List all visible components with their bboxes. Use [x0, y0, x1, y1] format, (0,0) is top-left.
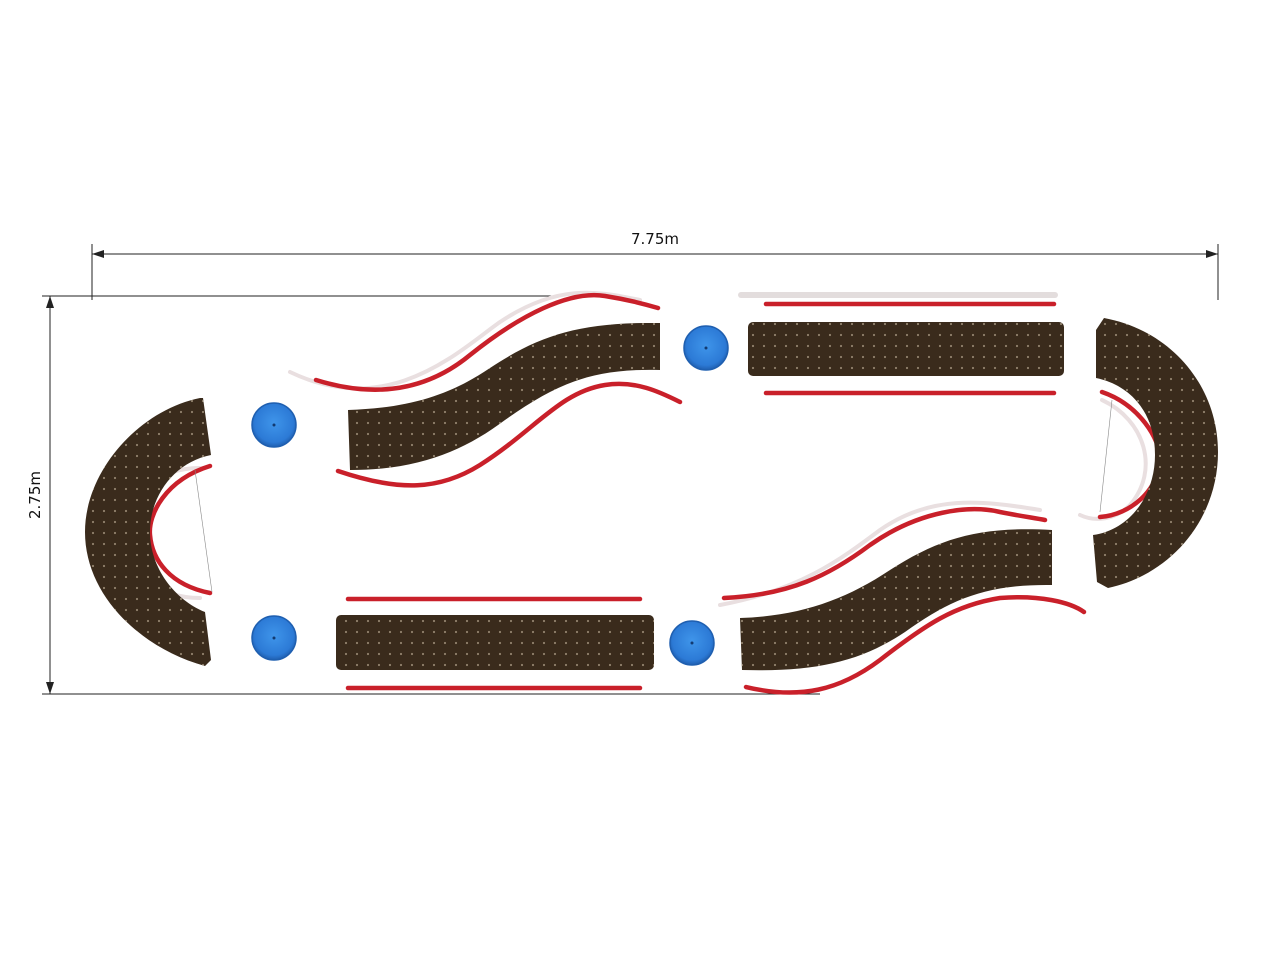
stepping-stone-2 [683, 325, 729, 371]
s-curve-top-lower-rail [335, 381, 683, 488]
curved-plank-left [85, 398, 213, 666]
height-dimension: 2.75m [26, 295, 820, 695]
height-arrow-top-icon [46, 296, 54, 308]
height-label: 2.75m [26, 471, 44, 519]
height-arrow-bottom-icon [46, 682, 54, 694]
width-dimension: 7.75m [91, 230, 1219, 300]
s-curve-top-upper-rail [313, 292, 661, 392]
stepping-stone-4 [669, 620, 715, 666]
stepping-stone-1 [251, 402, 297, 448]
s-curve-plank-bottom [718, 500, 1087, 695]
s-curve-plank-top [288, 290, 683, 488]
curved-plank-right [1078, 318, 1218, 588]
straight-plank-bottom [336, 596, 654, 691]
straight-plank-top [738, 292, 1064, 396]
stepping-stone-3 [251, 615, 297, 661]
width-arrow-right-icon [1206, 250, 1218, 258]
width-arrow-left-icon [92, 250, 104, 258]
width-label: 7.75m [631, 230, 679, 248]
s-curve-bottom-upper-rail [721, 507, 1048, 601]
s-curve-bottom-lower-rail [743, 595, 1087, 695]
